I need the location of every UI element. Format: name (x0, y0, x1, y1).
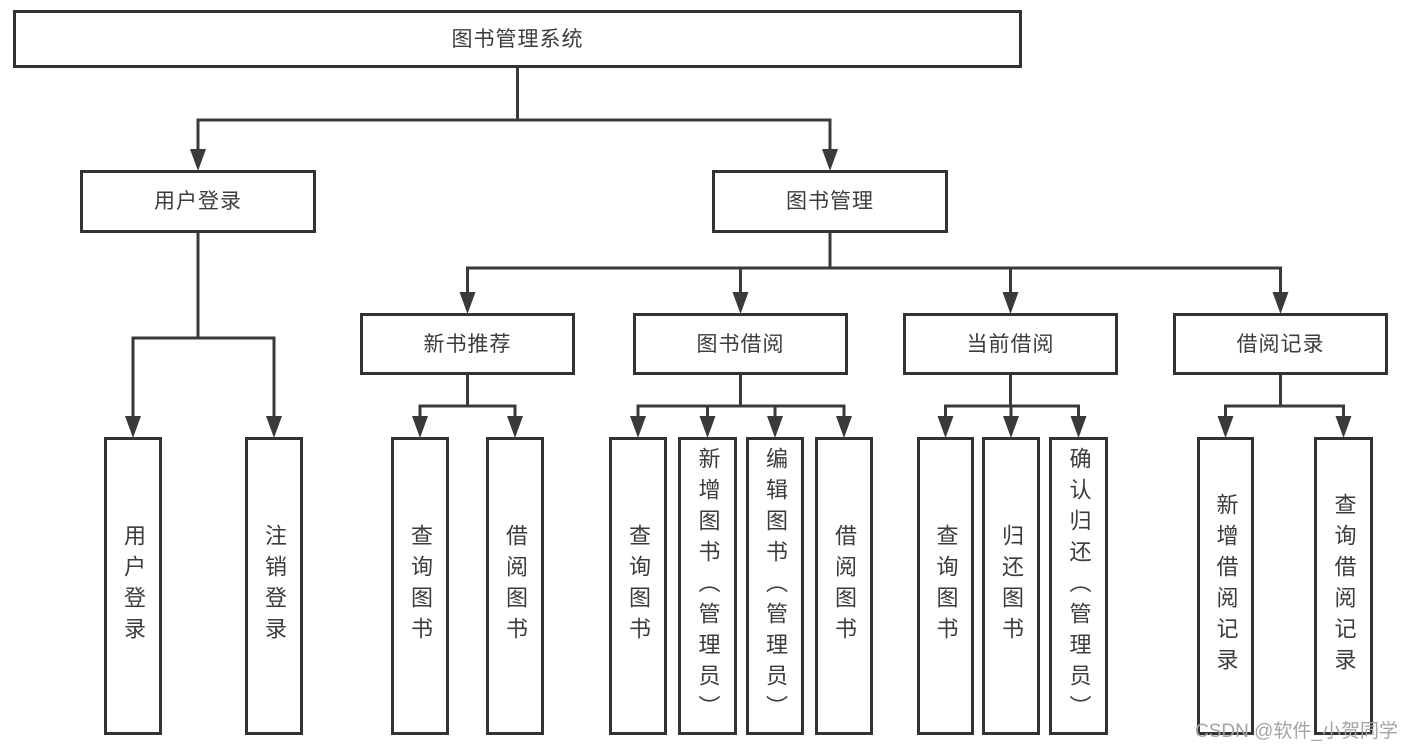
node-current: 当前借阅 (903, 313, 1118, 375)
node-login-user: 用户登录 (104, 437, 162, 735)
node-borrow: 图书借阅 (633, 313, 848, 375)
node-borrow-add: 新增图书（管理员） (678, 437, 737, 735)
node-newbook: 新书推荐 (360, 313, 575, 375)
arrowhead-records-query (1335, 416, 1352, 438)
node-newbook-query: 查询图书 (391, 437, 449, 735)
node-borrow-borrow: 借阅图书 (815, 437, 873, 735)
node-mgmt: 图书管理 (712, 170, 948, 233)
arrowhead-borrow-edit (767, 416, 783, 438)
node-records-query: 查询借阅记录 (1314, 437, 1373, 735)
node-newbook-borrow: 借阅图书 (486, 437, 544, 735)
arrowhead-newbook-borrow (507, 416, 523, 438)
arrowhead-newbook-query (412, 416, 428, 438)
arrowhead-login-user (125, 416, 141, 438)
arrowhead-records (1272, 292, 1289, 314)
arrowhead-borrow-borrow (836, 416, 852, 438)
watermark: CSDN @软件_小贺同学 (1195, 721, 1398, 742)
node-current-confirm: 确认归还（管理员） (1049, 437, 1108, 735)
arrowhead-borrow (732, 292, 749, 314)
node-current-query: 查询图书 (917, 437, 974, 735)
arrowhead-newbook (459, 292, 476, 314)
arrowhead-login-logout (266, 416, 282, 438)
arrowhead-current-confirm (1070, 416, 1087, 438)
node-root: 图书管理系统 (13, 10, 1022, 68)
arrowhead-records-add (1217, 416, 1234, 438)
arrowhead-borrow-query (630, 416, 646, 438)
node-borrow-edit: 编辑图书（管理员） (746, 437, 804, 735)
arrowhead-current (1002, 292, 1019, 314)
arrowhead-borrow-add (699, 416, 716, 438)
arrowhead-mgmt (822, 149, 838, 171)
arrowhead-login (190, 149, 206, 171)
node-records: 借阅记录 (1173, 313, 1388, 375)
node-login: 用户登录 (80, 170, 316, 233)
node-login-logout: 注销登录 (245, 437, 303, 735)
node-records-add: 新增借阅记录 (1197, 437, 1254, 735)
arrowhead-current-return (1003, 416, 1019, 438)
node-current-return: 归还图书 (982, 437, 1040, 735)
node-borrow-query: 查询图书 (609, 437, 667, 735)
arrowhead-current-query (937, 416, 954, 438)
